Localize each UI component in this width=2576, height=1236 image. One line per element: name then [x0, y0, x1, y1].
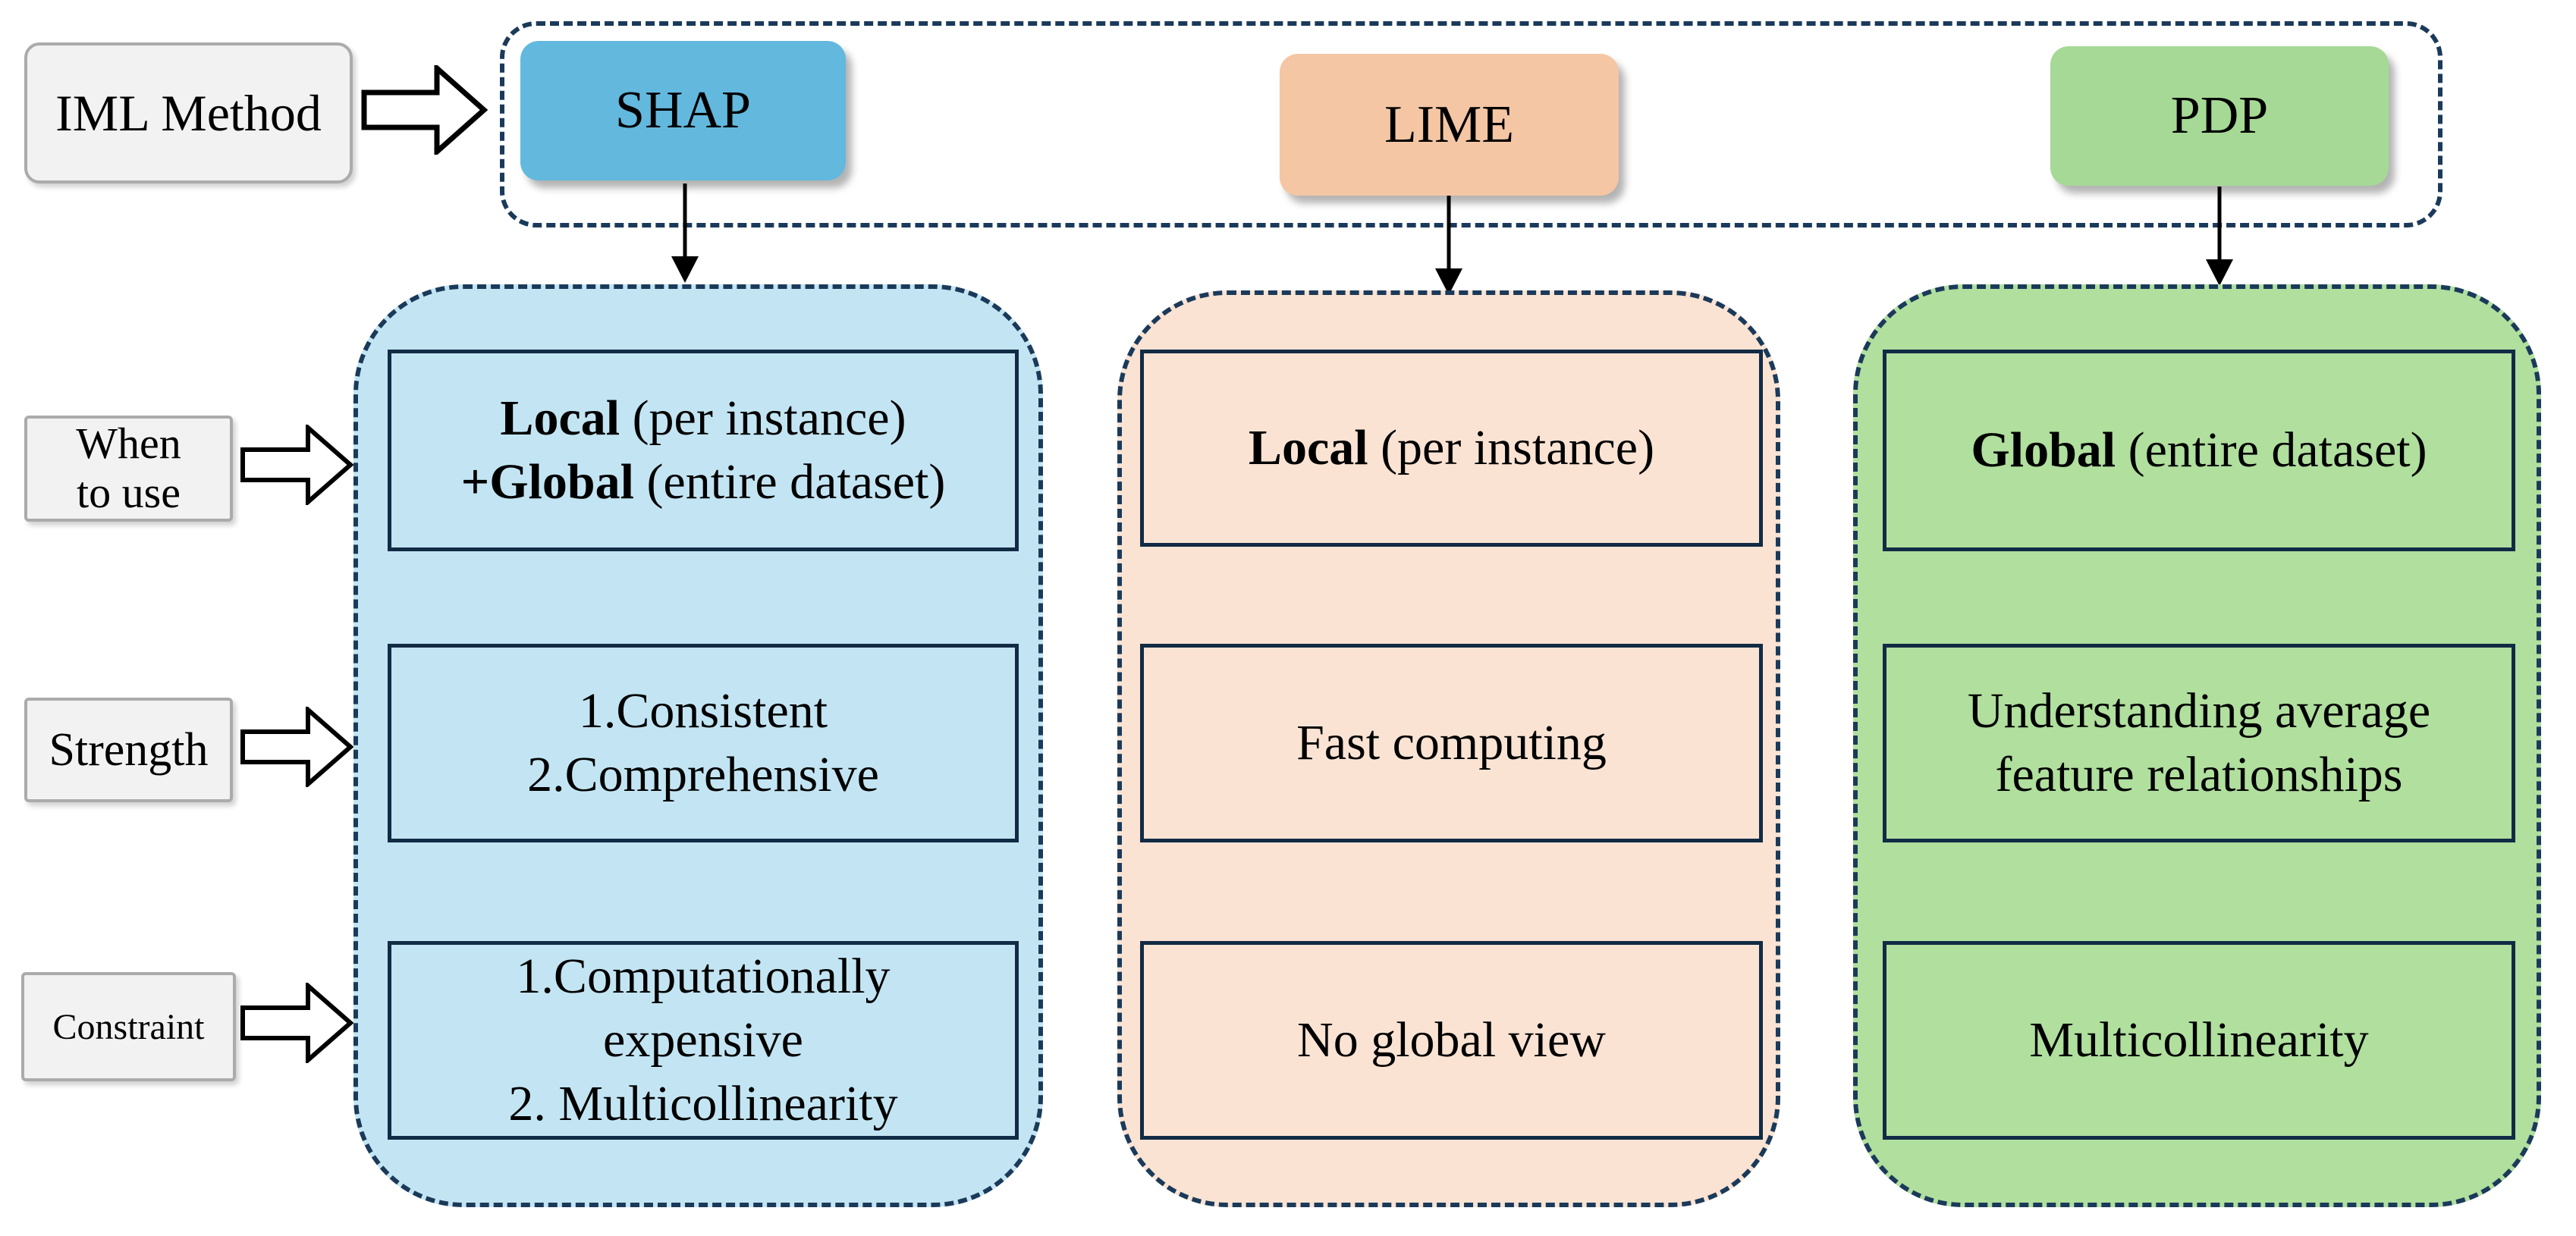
- constraint-label: Constraint: [52, 1006, 205, 1047]
- lime-when-line1: Local (per instance): [1248, 420, 1655, 476]
- pdp-constraint-cell: Multicollinearity: [1883, 941, 2515, 1140]
- pdp-column: Global (entire dataset) Understanding av…: [1853, 284, 2541, 1207]
- shap-strength-line2: 2.Comprehensive: [527, 747, 879, 802]
- shap-strength-cell: 1.Consistent 2.Comprehensive: [388, 644, 1019, 842]
- shap-when-to-use-cell: Local (per instance) +Global (entire dat…: [388, 350, 1019, 551]
- shap-when-line2: +Global (entire dataset): [460, 454, 946, 510]
- shap-column: Local (per instance) +Global (entire dat…: [353, 284, 1043, 1207]
- pdp-strength-line2: feature relationships: [1995, 747, 2403, 802]
- method-label-pdp: PDP: [2170, 86, 2269, 145]
- shap-constraint-line1: 1.Computationally: [516, 949, 891, 1005]
- row-label-when-to-use: When to use: [24, 416, 233, 522]
- arrow-down-icon: [1435, 196, 1462, 295]
- method-label-lime: LIME: [1384, 95, 1515, 154]
- pdp-constraint-line1: Multicollinearity: [2029, 1012, 2369, 1068]
- method-box-pdp: PDP: [2050, 46, 2389, 186]
- lime-constraint-cell: No global view: [1140, 941, 1763, 1140]
- when-to-use-line1: When: [76, 419, 181, 469]
- shap-constraint-line3: 2. Multicollinearity: [508, 1075, 898, 1131]
- lime-constraint-line1: No global view: [1297, 1012, 1606, 1068]
- lime-column: Local (per instance) Fast computing No g…: [1117, 290, 1780, 1207]
- strength-label: Strength: [49, 723, 209, 776]
- lime-strength-cell: Fast computing: [1140, 644, 1763, 842]
- method-box-lime: LIME: [1280, 54, 1619, 196]
- pdp-strength-cell: Understanding average feature relationsh…: [1883, 644, 2515, 842]
- iml-method-label: IML Method: [55, 83, 322, 142]
- method-label-shap: SHAP: [615, 81, 751, 140]
- pdp-when-to-use-cell: Global (entire dataset): [1883, 350, 2515, 551]
- iml-method-label-box: IML Method: [24, 42, 353, 184]
- row-label-strength: Strength: [24, 698, 233, 802]
- arrow-down-icon: [2206, 187, 2233, 286]
- arrow-right-icon: [240, 983, 353, 1063]
- shap-constraint-cell: 1.Computationally expensive 2. Multicoll…: [388, 941, 1019, 1140]
- arrow-down-icon: [671, 184, 699, 283]
- row-label-constraint: Constraint: [21, 972, 236, 1081]
- lime-when-to-use-cell: Local (per instance): [1140, 350, 1763, 547]
- shap-when-line1: Local (per instance): [500, 391, 906, 447]
- arrow-right-icon: [361, 65, 488, 155]
- arrow-right-icon: [240, 707, 353, 787]
- method-box-shap: SHAP: [520, 41, 846, 180]
- method-group-container: [500, 21, 2442, 227]
- when-to-use-line2: to use: [77, 468, 181, 517]
- pdp-when-line1: Global (entire dataset): [1971, 422, 2427, 478]
- shap-constraint-line2: expensive: [603, 1012, 803, 1068]
- shap-strength-line1: 1.Consistent: [578, 683, 828, 739]
- lime-strength-line1: Fast computing: [1296, 715, 1607, 771]
- arrow-right-icon: [240, 425, 353, 505]
- pdp-strength-line1: Understanding average: [1967, 683, 2431, 739]
